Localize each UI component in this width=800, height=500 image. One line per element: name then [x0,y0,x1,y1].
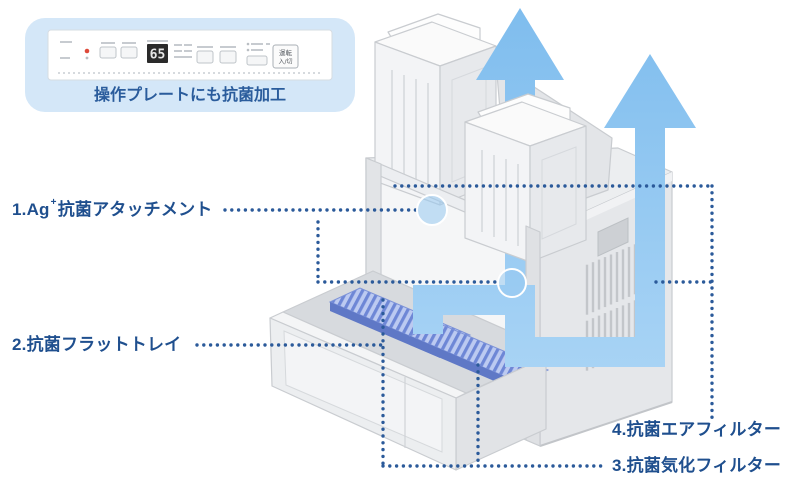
power-button-label: 入/切 [278,59,292,66]
airflow-arrow-right [505,54,696,367]
panel-microtext [101,42,115,44]
tray-front-recess [283,330,443,453]
filter-block-edge [410,336,520,392]
label-ag-attachment-suffix: 抗菌アタッチメント [57,200,213,219]
indicator-lamp [246,42,250,46]
tank-side-recess [541,146,577,240]
power-button [272,44,299,69]
attachment-marker [497,268,527,298]
panel-button [99,46,117,59]
panel-button [246,55,268,66]
carry-handle-slot [597,217,629,257]
panel-microtext [60,41,72,43]
panel-microtext [197,46,213,48]
control-plate [47,29,333,81]
label-flat-tray: 2.抗菌フラットトレイ [12,335,182,354]
label-air-filter: 4.抗菌エアフィルター [612,420,782,439]
label-vaporizing-filter: 3.抗菌気化フィルター [612,456,782,475]
panel-microtext [184,50,192,52]
body-base-edge [539,401,673,447]
airflow-arrow-head [604,54,696,128]
humidifier [269,8,696,471]
tank-side [529,125,587,263]
airflow-arrow-left-lower [413,285,535,334]
tank-front [464,121,531,263]
panel-microtext [174,44,182,46]
panel-microtext [251,49,263,51]
callout-caption: 操作プレートにも抗菌加工 [93,87,286,104]
label-ag-attachment: 1.Ag+抗菌アタッチメント [12,197,213,221]
indicator-lamp [85,56,89,60]
panel-microtext [147,40,168,42]
attachment-marker [416,194,448,226]
airflow-arrow-shaft [505,126,665,367]
panel-microtext [184,44,192,46]
humidity-display [147,44,168,63]
panel-microtext [122,42,136,44]
panel-microtext [60,57,70,59]
power-button-label: 運転 [279,48,293,57]
label-ag-attachment-prefix: 1.Ag [12,200,50,219]
panel-microtext [266,43,270,45]
humidity-display-value: 65 [150,48,166,63]
panel-microtext [220,46,236,48]
panel-button [196,50,214,64]
water-tank-front [464,93,587,263]
leader-lines [195,184,714,468]
indicator-lamp [84,48,90,54]
indicator-lamp [246,48,250,52]
panel-button [120,46,138,59]
airflow-arrow-head [476,8,564,80]
operation-plate-callout: 65 運転 入/切 [25,18,355,112]
panel-microtext [251,43,263,45]
panel-microtext [174,50,182,52]
panel-button [219,50,237,64]
panel-microtext [174,56,192,58]
label-ag-attachment-superscript: + [50,197,57,208]
